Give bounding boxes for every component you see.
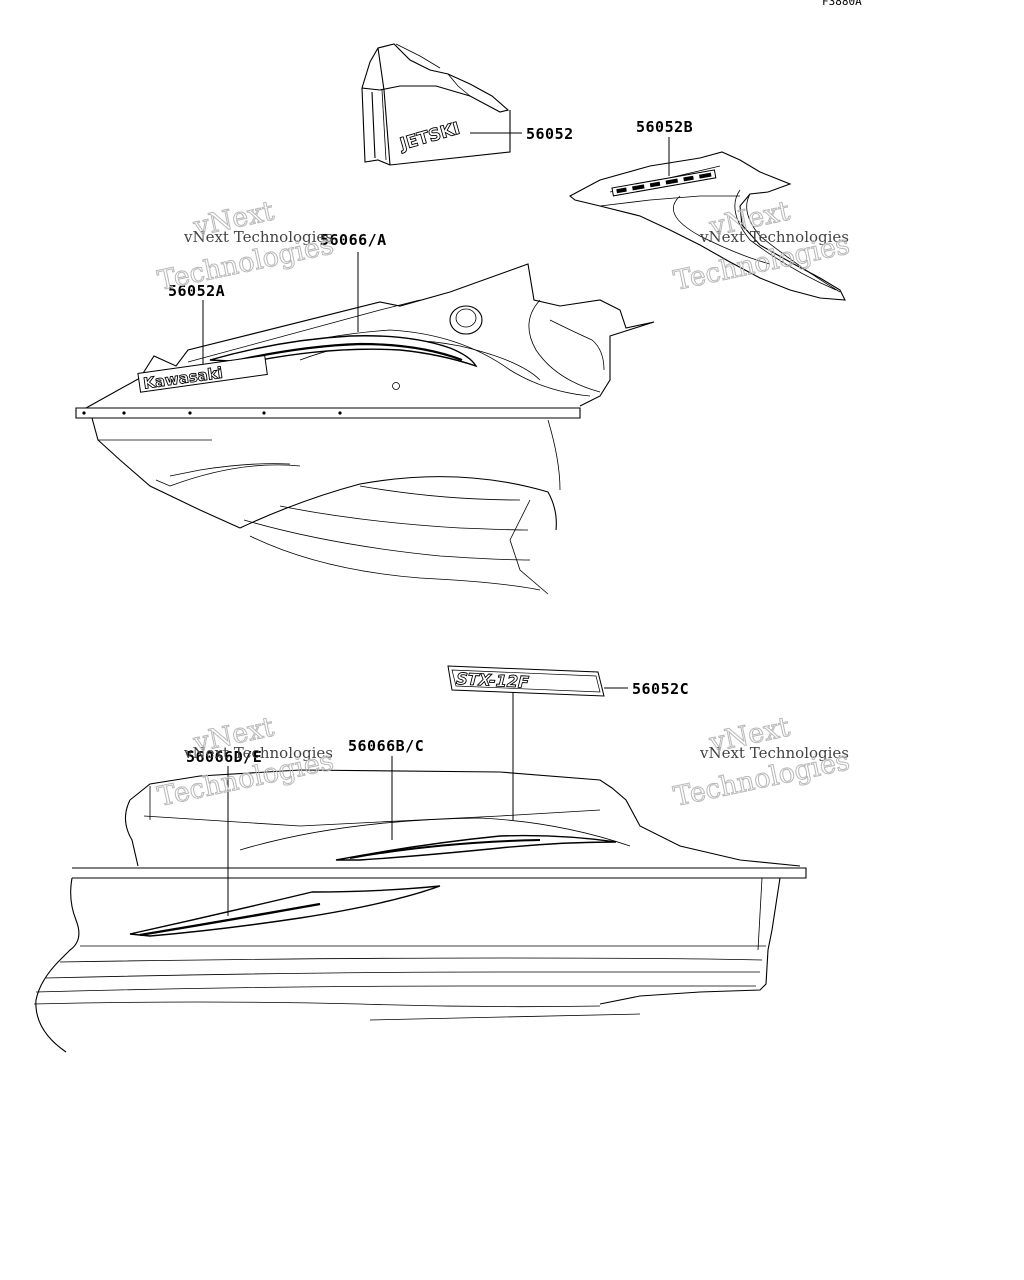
callout-56052c: 56052C — [632, 680, 689, 698]
svg-text:vNext Technologies: vNext Technologies — [183, 228, 333, 246]
callout-56052b: 56052B — [636, 118, 693, 136]
svg-text:vNext Technologies: vNext Technologies — [699, 228, 849, 246]
callout-56066de: 56066D/E — [186, 748, 262, 766]
part-cover-jetski: JETSKI — [361, 43, 511, 166]
part-side-panel — [569, 151, 846, 301]
hull-lower-view — [33, 769, 807, 1053]
stx-decal: STX-12F — [447, 665, 605, 697]
decal-strip-56052b — [611, 169, 717, 197]
watermark-4: vNext Technologies vNext Technologies — [671, 711, 853, 813]
callout-56052a: 56052A — [168, 282, 225, 300]
watermark-3: vNext Technologies vNext Technologies — [155, 711, 337, 813]
jetski-decal: JETSKI — [396, 118, 462, 155]
callout-56066a: 56066/A — [320, 231, 387, 249]
svg-text:vNext Technologies: vNext Technologies — [183, 744, 333, 762]
svg-text:STX-12F: STX-12F — [456, 669, 530, 692]
figure-id: F3880A — [822, 0, 862, 8]
svg-text:JETSKI: JETSKI — [397, 119, 462, 155]
callout-56052: 56052 — [526, 125, 574, 143]
watermark-1: vNext Technologies vNext Technologies — [155, 195, 337, 297]
callout-56066bc: 56066B/C — [348, 737, 424, 755]
hull-upper-view — [75, 263, 655, 595]
svg-text:vNext Technologies: vNext Technologies — [699, 744, 849, 762]
